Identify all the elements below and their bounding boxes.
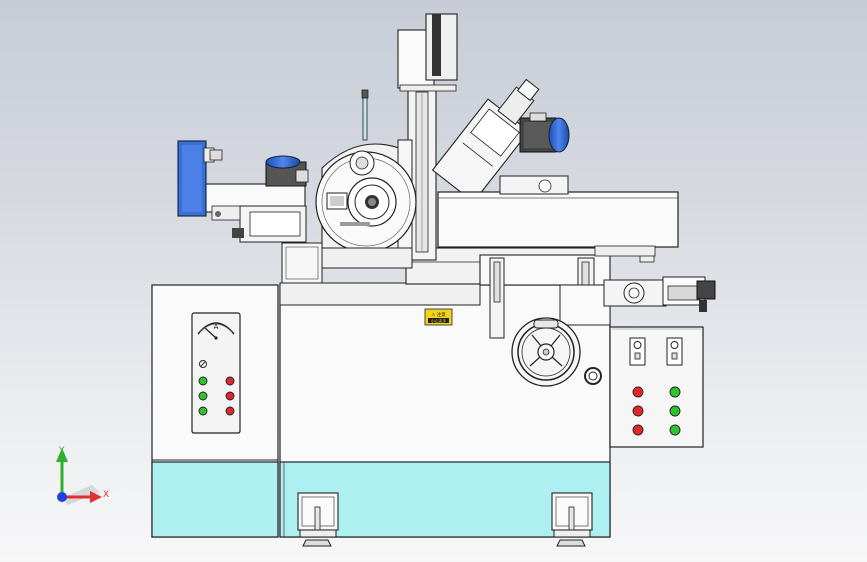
left-panel-lamp-2-left[interactable] xyxy=(198,391,208,401)
left-panel-lamp-3-left[interactable] xyxy=(198,406,208,416)
axis-triad: Y X xyxy=(56,446,109,505)
left-panel-lamp-2-right[interactable] xyxy=(225,391,235,401)
grinding-table xyxy=(437,175,679,257)
vertical-column xyxy=(397,13,458,261)
saddle-table xyxy=(405,247,611,339)
right-panel-lamp-1-left[interactable] xyxy=(632,386,644,398)
svg-text:小心夹手: 小心夹手 xyxy=(431,319,446,324)
left-slide-unit xyxy=(177,140,309,243)
coolant-nozzle xyxy=(361,89,369,141)
left-panel-lamp-1-right[interactable] xyxy=(225,376,235,386)
leveling-foot-left xyxy=(297,492,339,547)
y-axis-label: Y xyxy=(58,446,65,456)
motor-blue-cap xyxy=(548,117,570,153)
right-panel-lamp-2-left[interactable] xyxy=(632,405,644,417)
right-servo-motor xyxy=(603,249,716,312)
left-panel-lamp-1-left[interactable] xyxy=(198,376,208,386)
right-panel-lamp-1-right[interactable] xyxy=(669,386,681,398)
right-panel-lamp-2-right[interactable] xyxy=(669,405,681,417)
left-indicator-lamps xyxy=(198,376,235,416)
ammeter-gauge: A xyxy=(197,322,235,340)
left-control-panel: A xyxy=(191,312,241,434)
svg-text:⚠ 注意: ⚠ 注意 xyxy=(431,311,446,318)
handwheel-handle xyxy=(533,319,559,329)
right-indicator-lamps xyxy=(632,386,681,436)
x-axis-label: X xyxy=(103,490,109,500)
rotary-workhead xyxy=(281,139,417,284)
handwheel[interactable] xyxy=(511,317,581,387)
angled-spindle-head xyxy=(431,78,570,203)
ammeter-label: A xyxy=(214,323,219,331)
selector-switch-2[interactable] xyxy=(666,337,683,366)
right-panel-lamp-3-right[interactable] xyxy=(669,424,681,436)
leveling-foot-right xyxy=(551,492,593,547)
warning-label: ⚠ 注意 小心夹手 xyxy=(424,308,453,326)
z-axis-origin xyxy=(57,492,67,502)
left-cabinet-base xyxy=(151,461,279,538)
left-panel-lamp-3-right[interactable] xyxy=(225,406,235,416)
ammeter-needle xyxy=(204,327,217,339)
right-control-panel xyxy=(609,326,704,448)
selector-switch-1[interactable] xyxy=(629,337,646,366)
right-panel-lamp-3-left[interactable] xyxy=(632,424,644,436)
